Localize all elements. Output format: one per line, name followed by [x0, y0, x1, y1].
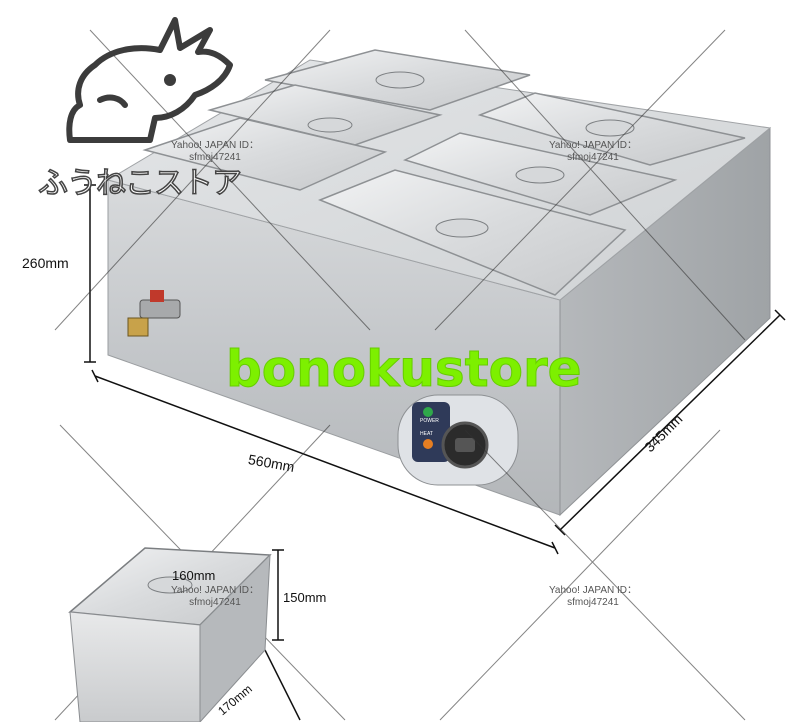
- power-label: POWER: [420, 418, 439, 424]
- single-pan: [68, 547, 272, 722]
- watermark-top-left: Yahoo! JAPAN ID：sfmoj47241: [171, 140, 259, 163]
- watermark-bottom-right: Yahoo! JAPAN ID：sfmoj47241: [549, 585, 637, 608]
- drain-valve: [127, 290, 181, 337]
- cat-logo-icon: [66, 17, 233, 143]
- store-logo-text: ふうねこストア: [37, 165, 243, 202]
- height-label: 260mm: [22, 255, 69, 271]
- watermark-bottom-left: Yahoo! JAPAN ID：sfmoj47241: [171, 585, 259, 608]
- pan-width-label: 160mm: [172, 568, 216, 583]
- control-panel: [397, 394, 519, 486]
- heat-label: HEAT: [420, 431, 433, 437]
- dimension-lines: [84, 184, 786, 721]
- food-warmer: [106, 49, 772, 517]
- pan-height-label: 150mm: [283, 590, 327, 605]
- brand-overlay-text: bonokustore: [226, 340, 583, 399]
- pan-lids: [142, 49, 746, 296]
- watermark-top-right: Yahoo! JAPAN ID：sfmoj47241: [549, 140, 637, 163]
